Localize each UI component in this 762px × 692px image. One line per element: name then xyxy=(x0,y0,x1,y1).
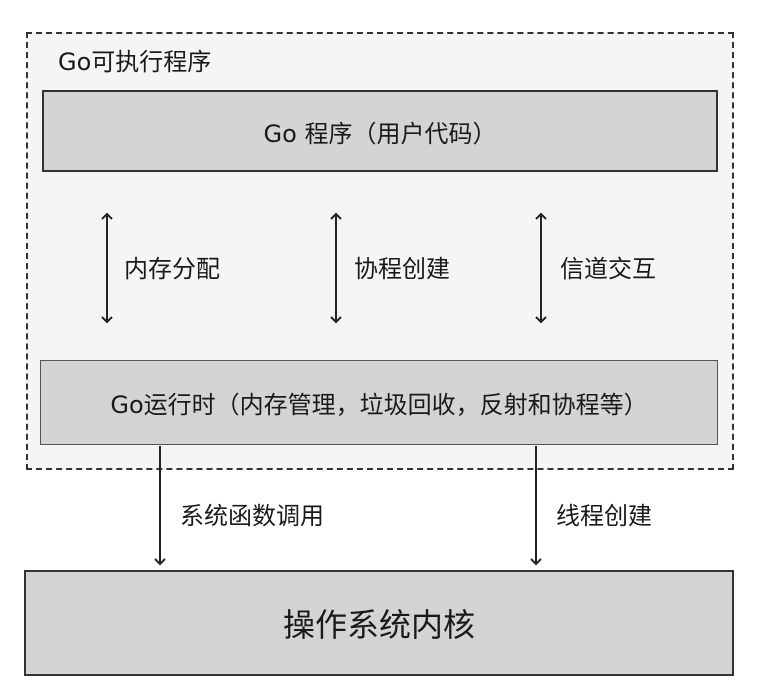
os-kernel-box: 操作系统内核 xyxy=(24,570,734,676)
system-call-label: 系统函数调用 xyxy=(180,502,324,530)
channel-interaction-label: 信道交互 xyxy=(560,255,656,283)
os-kernel-label: 操作系统内核 xyxy=(282,606,475,644)
go-program-box: Go 程序（用户代码） xyxy=(42,90,718,172)
thread-creation-label: 线程创建 xyxy=(556,502,652,530)
go-executable-label: Go可执行程序 xyxy=(58,48,212,76)
go-runtime-box: Go运行时（内存管理，垃圾回收，反射和协程等） xyxy=(40,360,718,445)
go-program-label: Go 程序（用户代码） xyxy=(263,119,497,148)
goroutine-creation-label: 协程创建 xyxy=(354,255,450,283)
memory-allocation-label: 内存分配 xyxy=(124,255,220,283)
go-runtime-label: Go运行时（内存管理，垃圾回收，反射和协程等） xyxy=(110,391,648,419)
